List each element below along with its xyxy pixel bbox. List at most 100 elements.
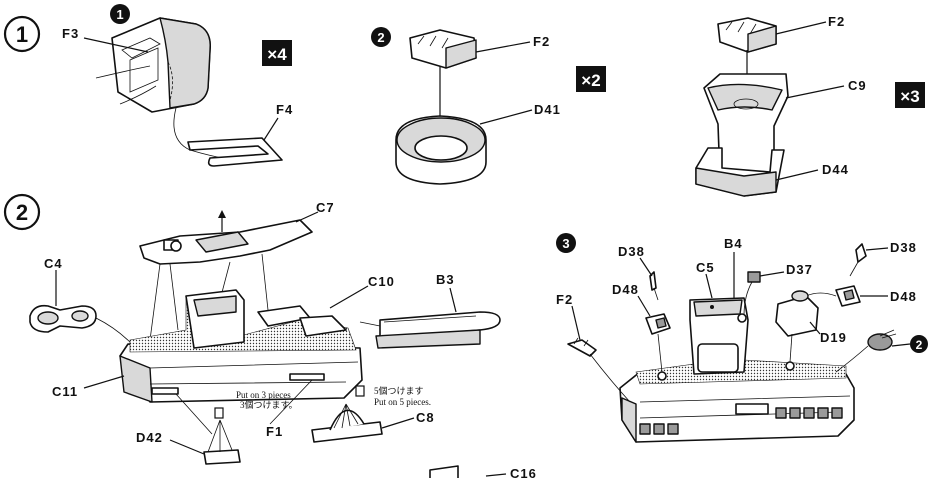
part-c9-cup: [703, 73, 789, 181]
note-put5-en: Put on 5 pieces.: [374, 397, 431, 407]
part-d48-b: [805, 285, 861, 307]
label-c11: C11: [52, 384, 78, 399]
svg-text:3: 3: [562, 236, 569, 251]
leader-d38-a: [639, 257, 653, 277]
label-f2-a: F2: [533, 34, 550, 49]
part-f2-clip-b: [717, 17, 777, 53]
part-d44-base: [695, 147, 785, 197]
part-d19-turret: [775, 290, 819, 371]
multiplier-x3-badge: ×3: [895, 82, 925, 108]
label-f4: F4: [276, 102, 293, 117]
part-c8-dome: [311, 403, 383, 443]
label-c4: C4: [44, 256, 63, 271]
leader-f4: [263, 117, 279, 141]
label-c16: C16: [510, 466, 537, 478]
deck-guns: [639, 407, 843, 435]
step-1-marker: 1: [3, 15, 41, 53]
multiplier-x2-badge: ×2: [576, 66, 606, 92]
leader-d48-a: [637, 295, 651, 317]
label-c9: C9: [848, 78, 867, 93]
f1-marker-b: [355, 385, 365, 397]
leader-d38-b: [865, 247, 889, 251]
b3-guide: [359, 321, 381, 327]
part-d37: [737, 271, 761, 323]
label-c8: C8: [416, 410, 435, 425]
note-put5-jp: 5個つけます: [374, 385, 424, 396]
leader-d42: [169, 439, 205, 455]
part-c5-tower: [689, 297, 749, 375]
part-small-mount: [835, 329, 897, 373]
wire-1: [95, 65, 151, 79]
leader-c8: [381, 417, 415, 429]
leader-f2-c: [571, 305, 581, 341]
c7-arrowhead: [218, 210, 226, 218]
label-d38-b: D38: [890, 240, 917, 255]
label-c10: C10: [368, 274, 395, 289]
sub-step-2-marker: 2: [371, 27, 391, 47]
label-b4: B4: [724, 236, 743, 251]
svg-text:1: 1: [116, 7, 123, 22]
leader-f2-a: [475, 41, 531, 53]
label-f2-c: F2: [556, 292, 573, 307]
part-d41-ring: [395, 115, 487, 185]
label-f1: F1: [266, 424, 283, 439]
leader-c11: [83, 375, 125, 389]
step-2-marker: 2: [3, 193, 41, 231]
note-put3-jp: 3個つけます。: [240, 399, 298, 410]
part-d42-stand: [203, 419, 241, 465]
leader-c10: [329, 285, 369, 309]
label-c7: C7: [316, 200, 335, 215]
label-d19: D19: [820, 330, 847, 345]
part-c4-hook: [29, 304, 97, 333]
label-c5: C5: [696, 260, 715, 275]
leader-b3: [449, 287, 457, 313]
label-d42: D42: [136, 430, 163, 445]
part-f2-clip-c: [567, 337, 631, 403]
part-b3-rail: [375, 311, 501, 349]
label-f3: F3: [62, 26, 79, 41]
svg-text:×2: ×2: [581, 71, 600, 90]
label-d48-b: D48: [890, 289, 917, 304]
ref-2-marker: 2: [910, 335, 928, 353]
leader-f3: [83, 37, 149, 53]
c7-guides: [149, 253, 269, 341]
sub-step-1-marker: 1: [110, 4, 130, 24]
svg-text:1: 1: [16, 22, 28, 47]
leader-d41: [479, 109, 533, 125]
label-f2-b: F2: [828, 14, 845, 29]
label-d41: D41: [534, 102, 561, 117]
note-put3-en: Put on 3 pieces: [236, 390, 291, 400]
leader-c16: [485, 473, 507, 477]
leader-ref2: [891, 343, 911, 347]
part-f4-bracket: [187, 137, 283, 167]
part-c7-platform: [139, 219, 313, 265]
part-d38-a: [649, 271, 659, 301]
f1-guides: [175, 379, 313, 435]
svg-text:×3: ×3: [900, 87, 919, 106]
svg-text:×4: ×4: [267, 45, 287, 64]
svg-text:2: 2: [377, 30, 384, 45]
label-d37: D37: [786, 262, 813, 277]
leader-d19: [809, 321, 821, 335]
label-b3: B3: [436, 272, 455, 287]
svg-text:2: 2: [16, 200, 28, 225]
multiplier-x4-badge: ×4: [262, 40, 292, 66]
part-f3-housing: [111, 17, 212, 113]
sub-step-3-marker: 3: [556, 233, 576, 253]
leader-d37: [759, 271, 785, 277]
part-c16: [429, 465, 459, 478]
label-d48-a: D48: [612, 282, 639, 297]
part-d48-a: [645, 313, 671, 381]
f1-marker-a: [214, 407, 224, 419]
leader-d44: [775, 169, 819, 181]
part-f2-clip-a: [409, 29, 477, 69]
leader-c5: [705, 273, 713, 299]
label-d38-a: D38: [618, 244, 645, 259]
part-d38-b: [849, 243, 867, 277]
wire-2: [119, 85, 157, 105]
leader-f2-b: [775, 21, 827, 35]
label-d44: D44: [822, 162, 849, 177]
c4-wire: [95, 317, 133, 345]
